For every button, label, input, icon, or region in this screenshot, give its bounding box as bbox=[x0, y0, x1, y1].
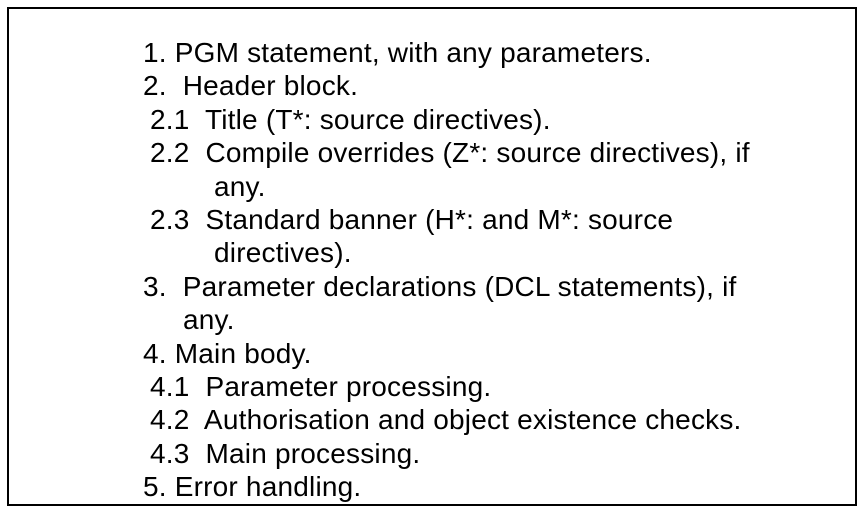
outline-line-2-1: 2.1 Title (T*: source directives). bbox=[150, 103, 551, 135]
outline-line-2-2-cont: any. bbox=[214, 170, 266, 202]
outline-line-4-1: 4.1 Parameter processing. bbox=[150, 371, 492, 403]
outline-line-3-cont: any. bbox=[183, 304, 235, 336]
outline-line-2: 2. Header block. bbox=[143, 70, 359, 102]
outline-line-2-2: 2.2 Compile overrides (Z*: source direct… bbox=[150, 137, 750, 169]
outline-line-2-3: 2.3 Standard banner (H*: and M*: source bbox=[150, 204, 674, 236]
outline-list: 1. PGM statement, with any parameters. 2… bbox=[9, 9, 855, 504]
outline-line-3: 3. Parameter declarations (DCL statement… bbox=[143, 270, 737, 302]
outline-line-2-3-cont: directives). bbox=[214, 237, 352, 269]
outline-line-5: 5. Error handling. bbox=[143, 471, 362, 503]
outline-line-4-2: 4.2 Authorisation and object existence c… bbox=[150, 404, 742, 436]
outline-line-4-3: 4.3 Main processing. bbox=[150, 437, 421, 469]
outline-line-1: 1. PGM statement, with any parameters. bbox=[143, 37, 652, 68]
outline-line-4: 4. Main body. bbox=[143, 337, 312, 369]
document-frame: 1. PGM statement, with any parameters. 2… bbox=[7, 7, 857, 506]
